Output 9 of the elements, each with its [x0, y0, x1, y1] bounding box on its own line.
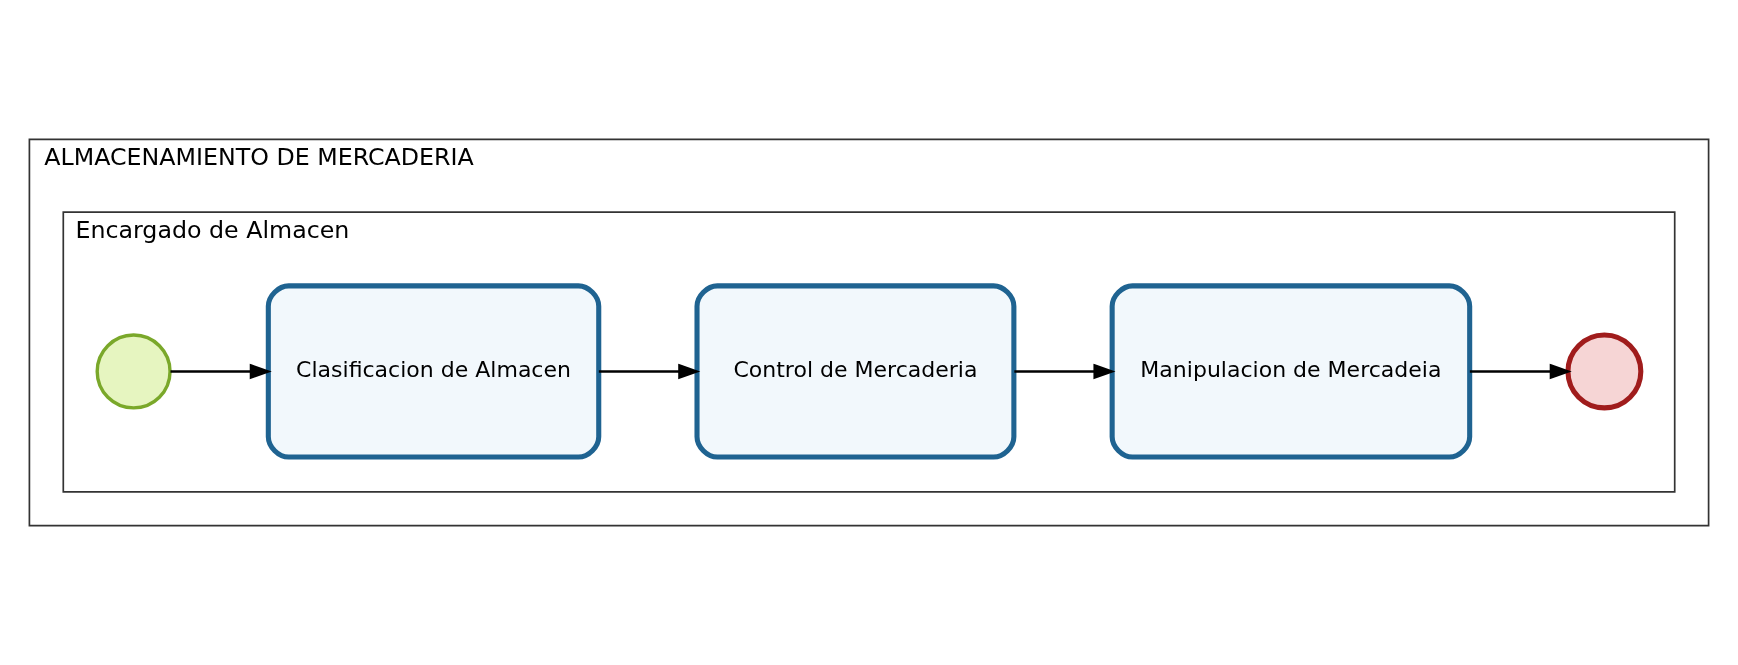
node-circle [95, 333, 172, 410]
arrow [1014, 363, 1116, 380]
node-box: Control de Mercaderia [694, 283, 1017, 460]
node-box: Manipulacion de Mercadeia [1109, 283, 1473, 460]
node-box: Clasificacion de Almacen [265, 283, 602, 460]
arrow [598, 363, 701, 380]
arrow [1469, 363, 1572, 380]
arrow [170, 363, 272, 380]
node-circle [1565, 332, 1644, 411]
